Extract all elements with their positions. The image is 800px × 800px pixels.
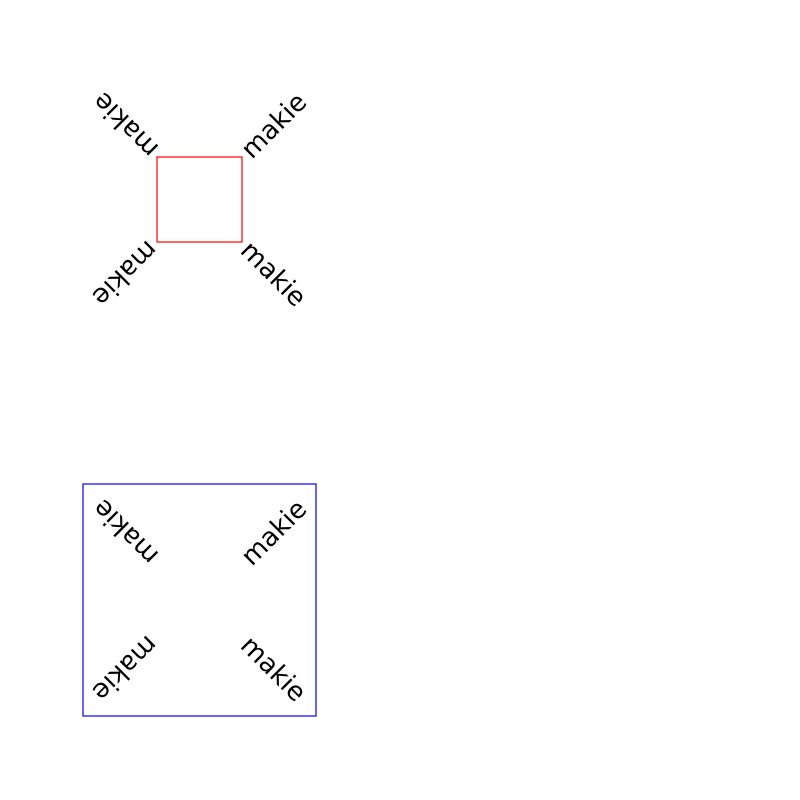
red-square: [156, 156, 243, 243]
blue-frame: [82, 483, 317, 717]
